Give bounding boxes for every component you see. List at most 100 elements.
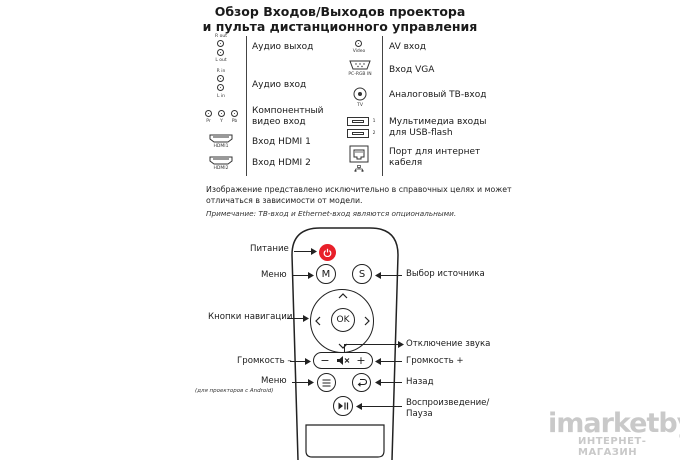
- back-arrow-icon: [357, 378, 367, 387]
- nav-right-icon[interactable]: [364, 316, 371, 326]
- hdmi-2-icon-text: HDMI2: [213, 166, 229, 171]
- vga-icon-text: PC-RGB IN: [348, 72, 372, 77]
- arrowhead-navigation: [303, 315, 309, 322]
- arrow-source: [378, 275, 402, 276]
- component-pb-jack-icon: [231, 110, 238, 117]
- optional-note: Примечание: ТВ-вход и Ethernet-вход явля…: [206, 209, 457, 218]
- arrow-back: [378, 382, 402, 383]
- arrowhead-menu: [308, 272, 314, 279]
- hdmi-2-port-icon: [209, 156, 233, 165]
- audio-out-jack-bottom-label: L out: [215, 58, 227, 63]
- label-android-menu: Меню: [261, 376, 287, 386]
- component-label-line-1: Компонентный: [252, 106, 324, 116]
- arrow-power: [294, 251, 315, 252]
- hdmi-2-label: Вход HDMI 2: [252, 158, 311, 168]
- nav-down-icon[interactable]: [338, 343, 348, 350]
- label-play-pause-line-1: Воспроизведение/: [406, 398, 490, 408]
- av-icon-text: Video: [352, 49, 366, 54]
- component-label: Компонентный видео вход: [252, 106, 323, 128]
- play-pause-icon: [338, 402, 348, 410]
- title-line-1: Обзор Входов/Выходов проектора: [214, 4, 466, 19]
- audio-in-jack-top-label: R in: [216, 69, 226, 74]
- audio-in-label: Аудио вход: [252, 80, 307, 90]
- hdmi-1-icon-text: HDMI1: [213, 144, 229, 149]
- arrow-play: [359, 406, 402, 407]
- mute-leader-vertical: [344, 344, 345, 352]
- right-divider: [382, 36, 383, 176]
- watermark-subtitle: ИНТЕРНЕТ-МАГАЗИН: [578, 436, 647, 458]
- hdmi-1-port-icon: [209, 134, 233, 143]
- label-android-menu-note: (для проекторов с Android): [195, 388, 274, 394]
- usb-port-2-number: 2: [372, 131, 376, 136]
- av-label: AV вход: [389, 42, 426, 52]
- source-button[interactable]: S: [352, 264, 372, 284]
- disclaimer-line-2: отличаться в зависимости от модели.: [206, 196, 363, 205]
- vga-label: Вход VGA: [389, 65, 435, 75]
- hdmi-1-label: Вход HDMI 1: [252, 137, 311, 147]
- label-menu: Меню: [261, 270, 287, 280]
- tv-antenna-port-icon: [353, 87, 367, 101]
- arrow-android-menu: [292, 382, 312, 383]
- arrow-volume-down: [290, 361, 309, 362]
- ethernet-port-icon: [349, 145, 369, 163]
- play-pause-button[interactable]: [333, 396, 353, 416]
- volume-rocker: [313, 352, 373, 369]
- usb-label-line-1: Мультимедиа входы: [389, 117, 487, 127]
- back-button[interactable]: [352, 373, 371, 392]
- arrowhead-volume-down: [305, 358, 311, 365]
- volume-up-button[interactable]: +: [356, 354, 366, 367]
- audio-out-r-jack-icon: [217, 40, 224, 47]
- page-title: Обзор Входов/Выходов проектора и пульта …: [0, 4, 680, 34]
- usb-port-1-icon: [347, 117, 369, 126]
- network-icon: [354, 165, 364, 172]
- volume-down-button[interactable]: −: [320, 354, 330, 367]
- watermark-logo: imarketby: [548, 408, 680, 439]
- nav-left-icon[interactable]: [314, 316, 321, 326]
- usb-label: Мультимедиа входы для USB-flash: [389, 117, 486, 139]
- usb-port-1-number: 1: [372, 119, 376, 124]
- arrowhead-mute: [398, 341, 404, 348]
- arrowhead-power: [311, 248, 317, 255]
- ok-button[interactable]: OK: [331, 308, 355, 332]
- label-play-pause: Воспроизведение/ Пауза: [406, 398, 489, 420]
- component-pr-label: Pr: [206, 119, 211, 124]
- disclaimer: Изображение представлено исключительно в…: [206, 184, 512, 206]
- arrow-navigation: [287, 318, 307, 319]
- tv-label: Аналоговый ТВ-вход: [389, 90, 487, 100]
- label-volume-up: Громкость +: [406, 356, 464, 366]
- ethernet-label: Порт для интернет кабеля: [389, 147, 480, 169]
- component-pb-label: Pb: [231, 119, 238, 124]
- audio-in-l-jack-icon: [217, 84, 224, 91]
- left-divider: [246, 36, 247, 176]
- label-mute: Отключение звука: [406, 339, 491, 349]
- menu-button[interactable]: M: [316, 264, 336, 284]
- arrow-volume-up: [378, 361, 402, 362]
- audio-in-jack-bottom-label: L in: [216, 94, 226, 99]
- hamburger-icon: [322, 379, 331, 386]
- label-play-pause-line-2: Пауза: [406, 409, 433, 419]
- power-icon: [323, 248, 332, 257]
- label-source: Выбор источника: [406, 269, 485, 279]
- av-jack-icon: [355, 40, 362, 47]
- audio-out-label: Аудио выход: [252, 42, 314, 52]
- mute-button[interactable]: [336, 355, 350, 366]
- ethernet-label-line-2: кабеля: [389, 158, 423, 168]
- component-pr-jack-icon: [205, 110, 212, 117]
- title-line-2: и пульта дистанционного управления: [202, 19, 478, 34]
- disclaimer-line-1: Изображение представлено исключительно в…: [206, 185, 512, 194]
- label-navigation: Кнопки навигации: [208, 312, 293, 322]
- ethernet-label-line-1: Порт для интернет: [389, 147, 481, 157]
- audio-out-jack-top-label: R out: [215, 34, 227, 39]
- label-back: Назад: [406, 377, 434, 387]
- android-menu-button[interactable]: [317, 373, 336, 392]
- component-y-jack-icon: [218, 110, 225, 117]
- audio-out-l-jack-icon: [217, 49, 224, 56]
- vga-port-icon: [349, 60, 371, 70]
- power-button[interactable]: [319, 244, 336, 261]
- label-volume-down: Громкость –: [237, 356, 292, 366]
- nav-up-icon[interactable]: [338, 292, 348, 299]
- arrowhead-android-menu: [308, 379, 314, 386]
- audio-in-r-jack-icon: [217, 75, 224, 82]
- component-label-line-2: видео вход: [252, 117, 306, 127]
- arrow-mute: [344, 344, 402, 345]
